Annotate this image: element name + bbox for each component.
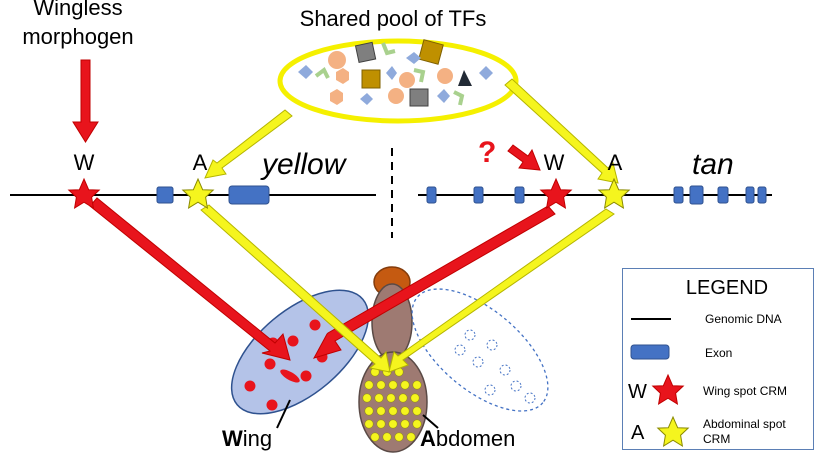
exons-tan [426,185,767,205]
abdomen-spot [362,393,372,403]
legend-abd-label-1: Abdominal spot [703,417,786,431]
question-arrow [507,144,541,171]
abdomen-spot [364,380,374,390]
a-label-right: A [608,150,623,175]
abdomen-spot [376,419,386,429]
abdomen-spot [370,432,380,442]
abdomen-spots [362,367,422,442]
legend-exon-swatch [630,344,670,360]
yellow-arrows [200,78,619,373]
abdomen-pointer [422,414,439,429]
gene-label-yellow: yellow [260,148,348,181]
morphogen-arrow [72,59,99,143]
exons-yellow [156,185,270,205]
abdomen-spot [400,419,410,429]
abdomen-spot [400,406,410,416]
legend-exon-label: Exon [705,346,732,360]
ghost-wing [411,288,549,412]
morphogen-label-line1: Wingless [33,0,122,20]
legend-wing-star [652,374,684,405]
abdomen-spot [406,432,416,442]
red-arrows [89,144,556,361]
wing-pointer [276,399,291,429]
abdomen-spot [412,380,422,390]
legend-abd-label-2: CRM [703,432,730,446]
w-label-right: W [544,150,565,175]
abdomen-spot [388,380,398,390]
legend-w-letter: W [628,381,647,403]
abdomen-spot [388,419,398,429]
abdomen-spot [376,406,386,416]
wing-crm-star-tan [540,178,572,209]
abd-crm-star-yellow [182,178,214,209]
abdomen-spot [374,393,384,403]
abdomen-spot [386,393,396,403]
a-label-left: A [193,150,208,175]
pool-title: Shared pool of TFs [300,6,487,31]
legend-dna-label: Genomic DNA [705,312,782,326]
question-mark: ? [478,136,496,169]
gene-label-tan: tan [692,148,734,181]
abdomen-spot [410,393,420,403]
abdomen-spot [388,406,398,416]
abdomen-label: Abdomen [420,426,515,451]
legend: LEGEND Genomic DNA Exon W Wing spot CRM … [622,268,814,450]
legend-abd-star [657,416,689,447]
abdomen-spot [412,419,422,429]
w-label-left: W [74,150,95,175]
abdomen-spot [376,380,386,390]
abd-crm-star-tan [598,178,630,209]
tf-shapes [298,39,493,107]
wing-label: Wing [222,426,272,451]
legend-title: LEGEND [686,277,768,299]
legend-a-letter: A [631,422,645,444]
abdomen-spot [382,432,392,442]
abdomen-spot [400,380,410,390]
abdomen-spot [398,393,408,403]
abdomen-spot [394,432,404,442]
abdomen-spot [412,406,422,416]
tf-pool-ellipse [277,38,519,124]
abdomen-spot [364,419,374,429]
abdomen [358,351,428,453]
fly-body [230,266,549,453]
legend-wing-label: Wing spot CRM [703,384,787,398]
abdomen-spot [364,406,374,416]
morphogen-label-line2: morphogen [22,24,133,49]
